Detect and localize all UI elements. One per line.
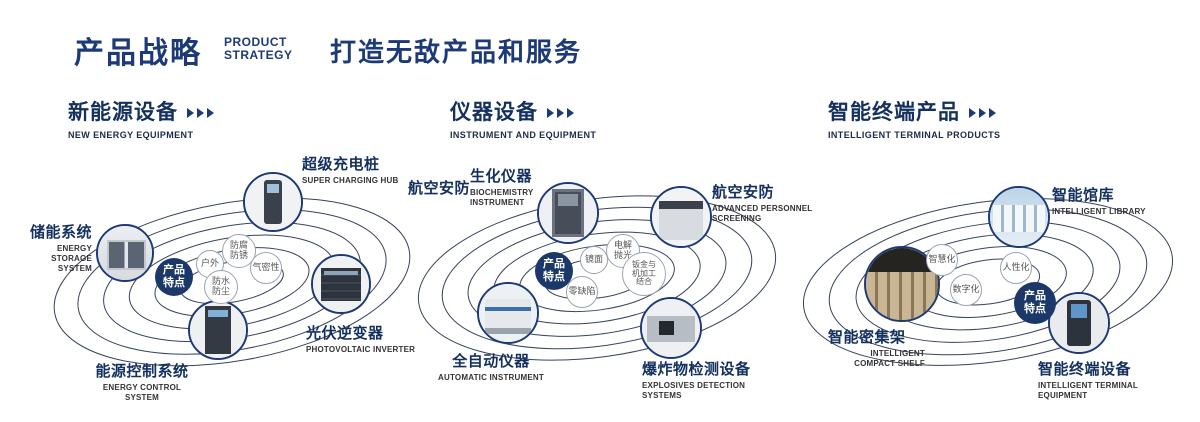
energy-storage-image <box>98 226 152 280</box>
explosives-detector-image <box>642 299 700 357</box>
label-explosives-detection: 爆炸物检测设备 EXPLOSIVES DETECTION SYSTEMS <box>642 358 787 401</box>
product-name: 航空安防 <box>712 184 775 201</box>
product-name-en: INTELLIGENT COMPACT SHELF <box>854 349 925 368</box>
product-name-en: SUPER CHARGING HUB <box>302 176 399 185</box>
label-intelligent-library: 智能馆库 INTELLIGENT LIBRARY <box>1052 184 1167 217</box>
feature-bubble: 钣金与机加工结合 <box>622 252 666 296</box>
product-photo-terminal-equipment <box>1048 292 1110 354</box>
features-badge-label: 产品特点 <box>163 263 185 289</box>
section-subtitle: INTELLIGENT TERMINAL PRODUCTS <box>828 130 1001 140</box>
product-name-en: EXPLOSIVES DETECTION SYSTEMS <box>642 381 746 400</box>
feature-bubble-label: 户外 <box>200 258 219 269</box>
section-subtitle: INSTRUMENT AND EQUIPMENT <box>450 130 597 140</box>
section-header-new-energy: 新能源设备 NEW ENERGY EQUIPMENT <box>68 96 217 140</box>
label-energy-storage: 储能系统 ENERGY STORAGE SYSTEM <box>28 221 92 274</box>
section-header-intelligent: 智能终端产品 INTELLIGENT TERMINAL PRODUCTS <box>828 96 1000 140</box>
feature-bubble: 镜面 <box>580 246 608 274</box>
product-name-en: ADVANCED PERSONNEL SCREENING <box>712 204 813 223</box>
section-header-instrument: 仪器设备 INSTRUMENT AND EQUIPMENT <box>450 96 596 140</box>
label-super-charging-hub: 超级充电桩 SUPER CHARGING HUB <box>302 153 422 186</box>
page-title-en: PRODUCT STRATEGY <box>224 36 292 62</box>
product-photo-explosives-detection <box>640 297 702 359</box>
label-personnel-screening: 航空安防 ADVANCED PERSONNEL SCREENING <box>712 181 822 224</box>
feature-bubble: 数字化 <box>950 274 982 306</box>
product-features-badge: 产品特点 <box>1014 282 1056 324</box>
product-name-en: AUTOMATIC INSTRUMENT <box>438 373 544 382</box>
feature-bubble: 气密性 <box>250 252 282 284</box>
triple-chevron-right-icon <box>547 107 577 118</box>
product-name-en: INTELLIGENT LIBRARY <box>1052 207 1146 216</box>
page-title: 产品战略 <box>74 37 202 70</box>
automatic-instrument-image <box>479 284 537 342</box>
product-name: 爆炸物检测设备 <box>642 361 751 378</box>
label-aviation-security-side: 航空安防 <box>408 180 471 197</box>
product-name: 储能系统 <box>29 224 92 241</box>
page-title-en-line2: STRATEGY <box>224 48 293 62</box>
product-photo-energy-storage <box>96 224 154 282</box>
label-photovoltaic-inverter: 光伏逆变器 PHOTOVOLTAIC INVERTER <box>306 322 426 355</box>
control-cabinet-image <box>190 302 246 358</box>
product-name: 生化仪器 <box>470 168 533 185</box>
product-name-en: BIOCHEMISTRY INSTRUMENT <box>470 188 534 207</box>
feature-bubble-label: 防腐防锈 <box>229 240 248 260</box>
product-name: 超级充电桩 <box>302 156 380 173</box>
section-subtitle: NEW ENERGY EQUIPMENT <box>68 130 194 140</box>
label-energy-control: 能源控制系统 ENERGY CONTROL SYSTEM <box>86 360 198 403</box>
product-name: 全自动仪器 <box>452 353 530 370</box>
label-compact-shelf: 智能密集架 INTELLIGENT COMPACT SHELF <box>828 326 925 369</box>
tagline: 打造无敌产品和服务 <box>330 37 583 67</box>
label-terminal-equipment: 智能终端设备 INTELLIGENT TERMINAL EQUIPMENT <box>1038 358 1188 401</box>
inverter-image <box>313 256 369 312</box>
product-photo-photovoltaic-inverter <box>311 254 371 314</box>
feature-bubble-label: 零缺陷 <box>568 286 596 297</box>
feature-bubble: 人性化 <box>1000 252 1032 284</box>
product-photo-intelligent-library <box>988 186 1050 248</box>
feature-bubble-label: 防水防尘 <box>211 276 230 296</box>
feature-bubble-label: 钣金与机加工结合 <box>632 259 656 287</box>
label-automatic-instrument: 全自动仪器 AUTOMATIC INSTRUMENT <box>433 350 549 383</box>
product-name-en: PHOTOVOLTAIC INVERTER <box>306 345 416 354</box>
product-features-badge: 产品特点 <box>535 252 573 290</box>
product-name: 能源控制系统 <box>95 363 189 380</box>
library-image <box>990 188 1048 246</box>
feature-bubble-label: 智慧化 <box>928 254 956 265</box>
product-photo-super-charging-hub <box>243 172 303 232</box>
section-title: 仪器设备 <box>450 101 538 124</box>
product-photo-personnel-screening <box>650 186 712 248</box>
features-badge-label: 产品特点 <box>1024 289 1046 315</box>
feature-bubble-label: 镜面 <box>584 254 603 265</box>
product-name: 智能馆库 <box>1052 187 1115 204</box>
product-name: 光伏逆变器 <box>306 325 384 342</box>
product-photo-automatic-instrument <box>477 282 539 344</box>
product-name-en: ENERGY STORAGE SYSTEM <box>51 244 92 273</box>
feature-bubble-label: 人性化 <box>1002 262 1030 273</box>
product-features-badge: 产品特点 <box>155 258 193 296</box>
product-name-en: ENERGY CONTROL SYSTEM <box>102 383 182 402</box>
charging-pile-image <box>245 174 301 230</box>
feature-bubble-label: 气密性 <box>252 262 280 273</box>
section-title: 新能源设备 <box>68 101 178 124</box>
page-title-en-line1: PRODUCT <box>224 35 287 49</box>
section-title: 智能终端产品 <box>828 101 960 124</box>
feature-bubble-label: 数字化 <box>952 284 980 295</box>
triple-chevron-right-icon <box>187 107 217 118</box>
feature-bubble: 智慧化 <box>926 244 958 276</box>
product-name-en: INTELLIGENT TERMINAL EQUIPMENT <box>1038 381 1138 400</box>
screening-machine-image <box>652 188 710 246</box>
feature-bubble: 防水防尘 <box>204 270 238 304</box>
features-badge-label: 产品特点 <box>543 257 565 283</box>
feature-bubble: 零缺陷 <box>566 276 598 308</box>
label-biochemistry-instrument: 生化仪器 BIOCHEMISTRY INSTRUMENT <box>470 165 562 208</box>
product-photo-energy-control <box>188 300 248 360</box>
kiosk-image <box>1050 294 1108 352</box>
product-name: 智能密集架 <box>828 329 906 346</box>
product-name: 智能终端设备 <box>1038 361 1132 378</box>
triple-chevron-right-icon <box>969 107 999 118</box>
